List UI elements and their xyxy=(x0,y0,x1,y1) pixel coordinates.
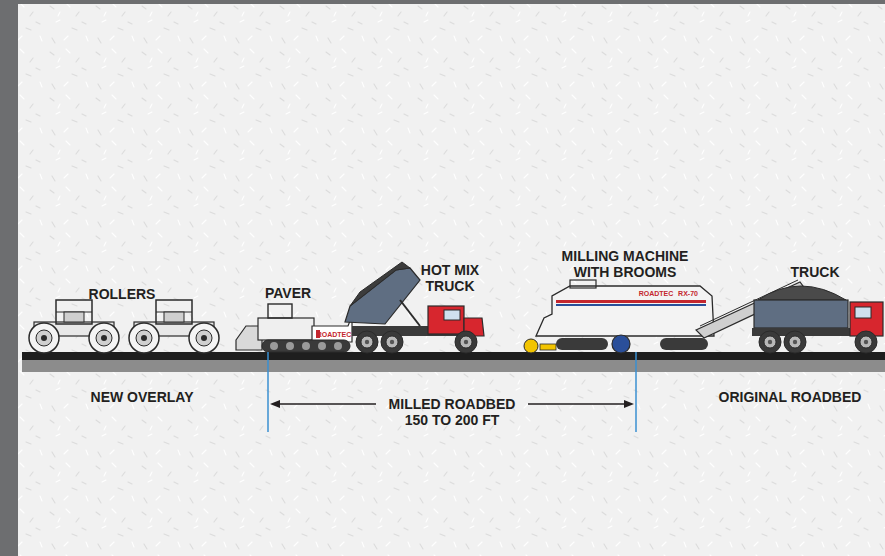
paver-illustration xyxy=(236,304,352,352)
tire xyxy=(759,331,781,353)
machine-label: ROLLERS xyxy=(89,286,156,302)
tire xyxy=(356,331,378,353)
mill-body xyxy=(536,286,714,336)
tire xyxy=(855,331,877,353)
hub-center xyxy=(464,340,468,344)
cutting-drum xyxy=(612,335,630,353)
left-frame-bar xyxy=(0,0,18,556)
section-label: ORIGINAL ROADBED xyxy=(719,389,862,405)
model-mark: RX-70 xyxy=(678,290,698,298)
hub xyxy=(789,336,801,348)
hub-center xyxy=(390,340,394,344)
mill-operator-rail xyxy=(570,280,596,288)
roller-axle xyxy=(141,335,147,341)
roller-drum xyxy=(89,323,119,353)
roller-axle xyxy=(101,335,107,341)
truck-cab xyxy=(428,306,464,334)
roller-drum xyxy=(129,323,159,353)
roller-drum-hub xyxy=(196,330,212,346)
paver-track xyxy=(262,340,350,352)
track-roller xyxy=(286,342,294,350)
mill-stripe-blue xyxy=(556,304,706,306)
hub xyxy=(361,336,373,348)
extension-line xyxy=(267,352,269,432)
mill-stripe-red xyxy=(556,300,706,303)
broom-housing xyxy=(540,344,556,350)
dimension-label: MILLED ROADBED 150 TO 200 FT xyxy=(383,396,521,428)
arrowhead xyxy=(270,400,280,408)
section-label: NEW OVERLAY xyxy=(91,389,194,405)
tire xyxy=(381,331,403,353)
road-base xyxy=(22,360,885,372)
extension-line xyxy=(635,352,637,432)
track-roller xyxy=(318,342,326,350)
cab-window xyxy=(444,310,460,320)
roller-drum xyxy=(29,323,59,353)
roller-drum-hub xyxy=(36,330,52,346)
track-roller xyxy=(270,342,278,350)
roller-axle xyxy=(201,335,207,341)
roller-drum-hub xyxy=(96,330,112,346)
dimension-line xyxy=(276,403,376,404)
roller-cab xyxy=(56,300,92,324)
dimension-line xyxy=(528,403,628,404)
arrowhead xyxy=(624,400,634,408)
roller-seat xyxy=(164,312,184,322)
cab-window xyxy=(855,307,871,318)
haul-truck-illustration xyxy=(752,286,883,353)
hub xyxy=(460,336,472,348)
track-roller xyxy=(302,342,310,350)
mill-track xyxy=(660,338,708,350)
hub xyxy=(860,336,872,348)
dimension-marks xyxy=(268,352,636,432)
road-surface xyxy=(22,352,885,360)
brand-mark: ROADTEC xyxy=(317,331,352,339)
brand-mark: ROADTEC xyxy=(639,290,674,298)
roller-cab xyxy=(156,300,192,324)
hub-center xyxy=(793,340,797,344)
machine-label: MILLING MACHINE WITH BROOMS xyxy=(554,248,696,280)
roller-axle xyxy=(41,335,47,341)
tire xyxy=(455,331,477,353)
roller-illustration xyxy=(29,300,119,353)
mill-track xyxy=(556,338,608,350)
truck-bed xyxy=(754,300,848,328)
hub-center xyxy=(864,340,868,344)
hub xyxy=(386,336,398,348)
machine-label: TRUCK xyxy=(791,264,840,280)
roller-seat xyxy=(64,312,84,322)
tire xyxy=(784,331,806,353)
paver-body xyxy=(258,318,314,340)
roller-drum xyxy=(189,323,219,353)
hub-center xyxy=(365,340,369,344)
hub-center xyxy=(768,340,772,344)
paver-canopy xyxy=(268,304,292,318)
hub xyxy=(764,336,776,348)
machine-label: HOT MIX TRUCK xyxy=(414,262,486,294)
top-frame-bar xyxy=(0,0,885,4)
broom xyxy=(524,339,538,353)
roller-drum-hub xyxy=(136,330,152,346)
asphalt-load xyxy=(350,262,410,306)
track-roller xyxy=(334,342,342,350)
roller-illustration xyxy=(129,300,219,353)
dump-hoist xyxy=(400,300,420,326)
milled-material-load xyxy=(758,286,846,300)
machine-label: PAVER xyxy=(265,285,311,301)
